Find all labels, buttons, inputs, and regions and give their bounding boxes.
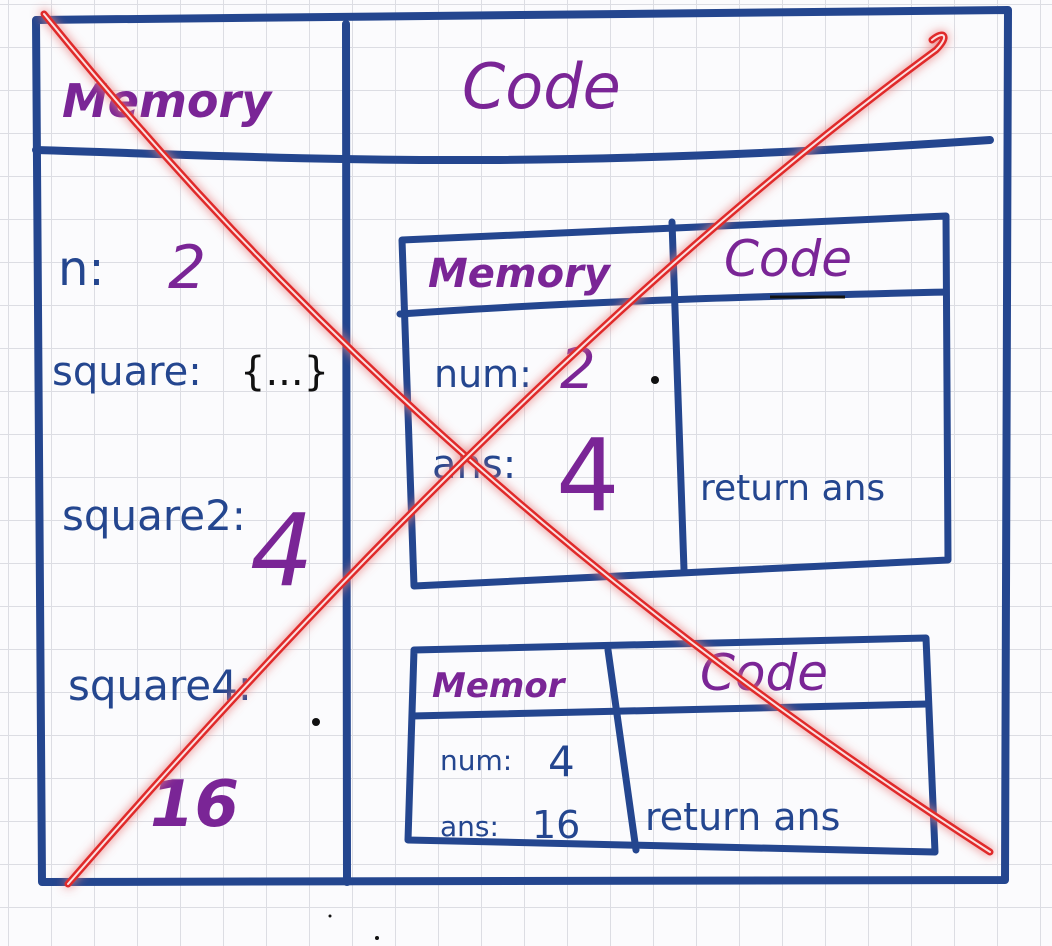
var-name-square: square:	[52, 349, 202, 395]
box1-code-line: return ans	[700, 468, 885, 509]
cross-stroke-left-to-right	[40, 10, 994, 856]
var-value-square4: 16	[150, 768, 239, 842]
ink-dot	[651, 376, 659, 384]
function-context-box-1	[396, 212, 952, 590]
outer-border	[32, 6, 1012, 886]
box2-border	[404, 634, 939, 856]
function-context-box-2	[404, 634, 939, 856]
var-value-square: {...}	[240, 349, 329, 395]
outer-code-header: Code	[462, 50, 621, 123]
var-name-square4: square4:	[68, 661, 252, 710]
box2-memory-header: Memor	[432, 666, 567, 706]
box2-var-value-num: 4	[548, 737, 575, 786]
cross-stroke-left-to-right-highlight	[43, 13, 991, 853]
box1-code-header: Code	[724, 230, 852, 288]
box2-column-divider	[604, 646, 640, 854]
var-value-square2: 4	[250, 492, 314, 609]
outer-memory-header: Memory	[62, 74, 273, 128]
outer-column-divider	[342, 20, 351, 886]
box1-memory-header: Memory	[428, 251, 612, 297]
var-name-n: n:	[58, 241, 105, 297]
box1-var-name-num: num:	[434, 352, 532, 396]
var-value-n: 2	[168, 233, 206, 303]
box2-code-line: return ans	[645, 795, 840, 839]
ink-dot	[328, 914, 332, 918]
ink-dot	[312, 718, 320, 726]
var-name-square2: square2:	[62, 491, 246, 540]
cross-stroke-right-to-left-highlight	[67, 34, 946, 885]
box2-header-divider	[408, 700, 932, 720]
box2-var-name-ans: ans:	[440, 810, 499, 843]
ink-dot	[375, 936, 379, 940]
box1-column-divider	[668, 218, 688, 574]
box1-header-divider	[396, 288, 950, 318]
red-cross-overlay	[40, 10, 994, 888]
box1-var-value-ans: 4	[556, 417, 620, 534]
box2-var-value-ans: 16	[532, 803, 580, 847]
box1-border	[398, 212, 952, 590]
box2-var-name-num: num:	[440, 744, 512, 777]
outer-header-divider	[32, 136, 994, 165]
